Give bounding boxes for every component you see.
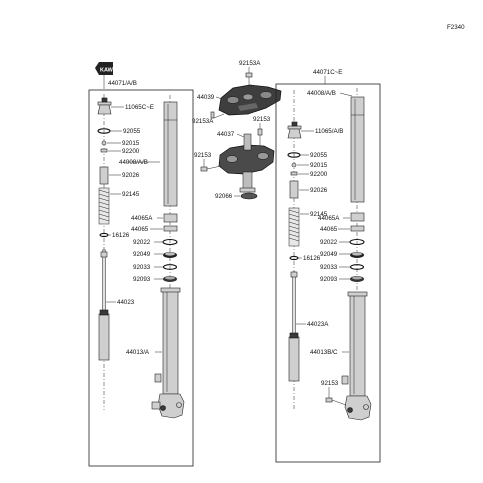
left-label-bushing: 44065A <box>131 215 153 222</box>
stem-nut <box>240 192 258 200</box>
left-label-92026: 92026 <box>122 172 140 179</box>
right-damper-rod <box>288 271 300 382</box>
right-collar-92026 <box>289 180 299 199</box>
circlip-92033 <box>162 264 178 270</box>
left-label-92093: 92093 <box>133 276 151 283</box>
center-label-upper-bracket: 44039 <box>197 94 215 101</box>
left-label-92049: 92049 <box>133 251 151 258</box>
right-circlip-92033 <box>349 264 365 270</box>
bushing-44065A <box>163 213 178 223</box>
kawasaki-emblem-icon: KAW <box>95 62 114 75</box>
top-cap <box>97 97 112 115</box>
emblem-text: KAW <box>100 68 114 74</box>
steering-assembly: 92153A 44039 92153A 44037 92 <box>192 60 282 200</box>
right-bushing-44065 <box>350 225 365 232</box>
left-label-tube: 44008/A/B <box>119 159 148 166</box>
right-bushing-44065A <box>350 212 365 222</box>
collar-92026 <box>99 166 109 185</box>
right-label-bushing: 44065A <box>318 215 340 222</box>
right-fork-spring <box>288 207 300 247</box>
right-label-92033: 92033 <box>320 264 338 271</box>
right-washer-92200 <box>290 171 298 176</box>
fork-spring <box>98 187 110 225</box>
washer-92015 <box>101 140 107 146</box>
upper-bracket <box>218 84 282 116</box>
left-assembly-title: 44071/A/B <box>108 80 137 87</box>
right-label-outer: 44013B/C <box>310 349 338 356</box>
right-label-cap: 11065/A/B <box>315 128 343 135</box>
left-label-outer: 44013/A <box>126 349 150 356</box>
dust-seal-92093 <box>163 276 177 282</box>
center-label-bolt-right: 92153 <box>253 116 271 123</box>
center-label-upper-bolt: 92153A <box>192 118 214 125</box>
steering-stem <box>218 133 275 193</box>
right-fork-tube <box>350 96 365 203</box>
outer-tube <box>151 287 185 419</box>
left-label-16126: 16126 <box>112 232 130 239</box>
right-label-rod: 44023A <box>307 321 329 328</box>
right-dust-seal-92093 <box>350 276 364 282</box>
figure-code: F2340 <box>447 24 465 31</box>
fork-tube <box>163 101 178 207</box>
center-label-top-bolt: 92153A <box>239 60 261 67</box>
right-assembly-title: 44071C~E <box>313 69 342 76</box>
right-label-16126: 16126 <box>303 255 321 262</box>
top-bolt <box>245 72 253 78</box>
right-assembly-frame <box>275 83 381 463</box>
right-label-44065: 44065 <box>320 226 338 233</box>
left-label-92015: 92015 <box>122 140 140 147</box>
right-washer-92015 <box>291 162 297 168</box>
clamp-bolt-left <box>200 166 208 172</box>
left-label-rod: 44023 <box>117 299 135 306</box>
right-oil-seal-92049 <box>350 252 364 258</box>
right-label-spring: 92145 <box>310 211 328 218</box>
left-label-92200: 92200 <box>122 148 140 155</box>
left-label-44065: 44065 <box>131 226 149 233</box>
center-label-stem: 44037 <box>217 131 235 138</box>
clamp-bolt-right <box>257 128 263 136</box>
left-label-cap: 11065C~E <box>125 104 154 111</box>
axle-clamp-bolt <box>325 397 333 403</box>
right-label-oring: 92055 <box>310 152 328 159</box>
right-label-tube: 44008/A/B <box>307 90 336 97</box>
right-label-92049: 92049 <box>320 251 338 258</box>
left-label-oring: 92055 <box>123 128 141 135</box>
right-label-bolt: 92153 <box>321 380 339 387</box>
bracket-bolt <box>210 111 215 119</box>
damper-rod <box>98 249 110 361</box>
right-label-92093: 92093 <box>320 276 338 283</box>
left-label-spring: 92145 <box>122 191 140 198</box>
right-label-92015: 92015 <box>310 162 328 169</box>
right-label-92200: 92200 <box>310 171 328 178</box>
left-label-92022: 92022 <box>133 239 151 246</box>
center-label-bolt-left: 92153 <box>194 152 212 159</box>
left-label-92033: 92033 <box>133 264 151 271</box>
oil-seal-92049 <box>163 252 177 258</box>
left-assembly-frame <box>88 89 194 467</box>
right-fork-assembly: 44071C~E 44008/A/B 11065/A/B 92055 92015 <box>275 69 381 463</box>
right-label-92022: 92022 <box>320 239 338 246</box>
bushing-44065 <box>163 225 178 232</box>
right-outer-tube <box>341 291 372 421</box>
left-fork-assembly: KAW 44071/A/B 11065C~E 92055 92015 <box>88 62 194 467</box>
right-label-92026: 92026 <box>310 187 328 194</box>
right-top-cap <box>287 121 302 139</box>
center-label-nut: 92066 <box>215 193 233 200</box>
washer-92200 <box>100 148 108 153</box>
